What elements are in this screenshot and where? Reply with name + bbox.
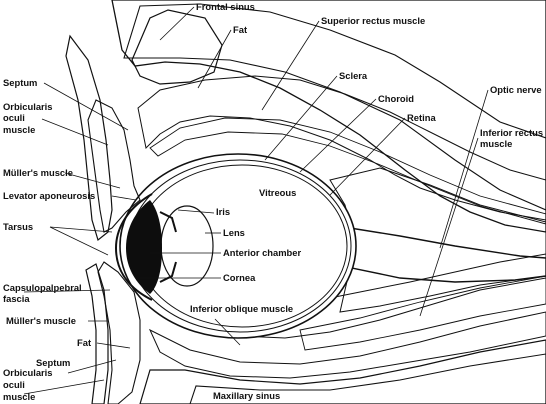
upper-orbital-fat bbox=[137, 75, 546, 221]
iris bbox=[159, 211, 177, 283]
label-iris: Iris bbox=[216, 206, 230, 217]
optic-nerve bbox=[349, 227, 546, 283]
upper-orbital-bone bbox=[111, 0, 546, 233]
label-choroid: Choroid bbox=[378, 93, 414, 104]
label-optic-nerve: Optic nerve bbox=[490, 84, 542, 95]
label-septum-top: Septum bbox=[3, 77, 37, 88]
cornea bbox=[114, 193, 153, 301]
label-cornea: Cornea bbox=[223, 272, 256, 283]
label-tarsus: Tarsus bbox=[3, 221, 33, 232]
label-levator-aponeurosis: Levator aponeurosis bbox=[3, 190, 95, 201]
label-sclera: Sclera bbox=[339, 70, 368, 81]
lens bbox=[160, 205, 214, 287]
label-retina: Retina bbox=[407, 112, 436, 123]
label-frontal-sinus: Frontal sinus bbox=[196, 1, 255, 12]
label-vitreous: Vitreous bbox=[259, 187, 296, 198]
superior-rectus-band bbox=[149, 117, 546, 225]
label-orbicularis-top-line1: Orbicularis bbox=[3, 101, 53, 112]
label-septum-bottom: Septum bbox=[36, 357, 70, 368]
label-orbicularis-bottom-line3: muscle bbox=[3, 391, 35, 402]
maxillary-bone bbox=[139, 339, 546, 404]
label-maxillary-sinus: Maxillary sinus bbox=[213, 390, 280, 401]
frontal-sinus bbox=[131, 9, 223, 85]
label-fat-bottom: Fat bbox=[77, 337, 91, 348]
label-orbicularis-bottom-line1: Orbicularis bbox=[3, 367, 53, 378]
label-lens: Lens bbox=[223, 227, 245, 238]
label-muller-bottom: Müller's muscle bbox=[6, 315, 76, 326]
inferior-rectus-band bbox=[299, 275, 546, 351]
label-anterior-chamber: Anterior chamber bbox=[223, 247, 301, 258]
label-orbicularis-top-line3: muscle bbox=[3, 124, 35, 135]
label-capsulopalpebral-line2: fascia bbox=[3, 293, 30, 304]
label-superior-rectus: Superior rectus muscle bbox=[321, 15, 425, 26]
label-muller-top: Müller's muscle bbox=[3, 167, 73, 178]
globe bbox=[114, 153, 357, 339]
leader-lines bbox=[23, 6, 489, 395]
lower-eyelid bbox=[85, 261, 141, 404]
label-inferior-rectus-line1: Inferior rectus bbox=[480, 127, 543, 138]
labels: Frontal sinus Fat Superior rectus muscle… bbox=[3, 1, 543, 402]
label-fat-top: Fat bbox=[233, 24, 247, 35]
label-orbicularis-bottom-line2: oculi bbox=[3, 379, 25, 390]
label-inferior-oblique: Inferior oblique muscle bbox=[190, 303, 293, 314]
label-capsulopalpebral-line1: Capsulopalpebral bbox=[3, 282, 82, 293]
upper-eyelid bbox=[65, 34, 141, 242]
label-orbicularis-top-line2: oculi bbox=[3, 112, 25, 123]
anterior-chamber bbox=[126, 200, 162, 294]
label-inferior-rectus-line2: muscle bbox=[480, 138, 512, 149]
